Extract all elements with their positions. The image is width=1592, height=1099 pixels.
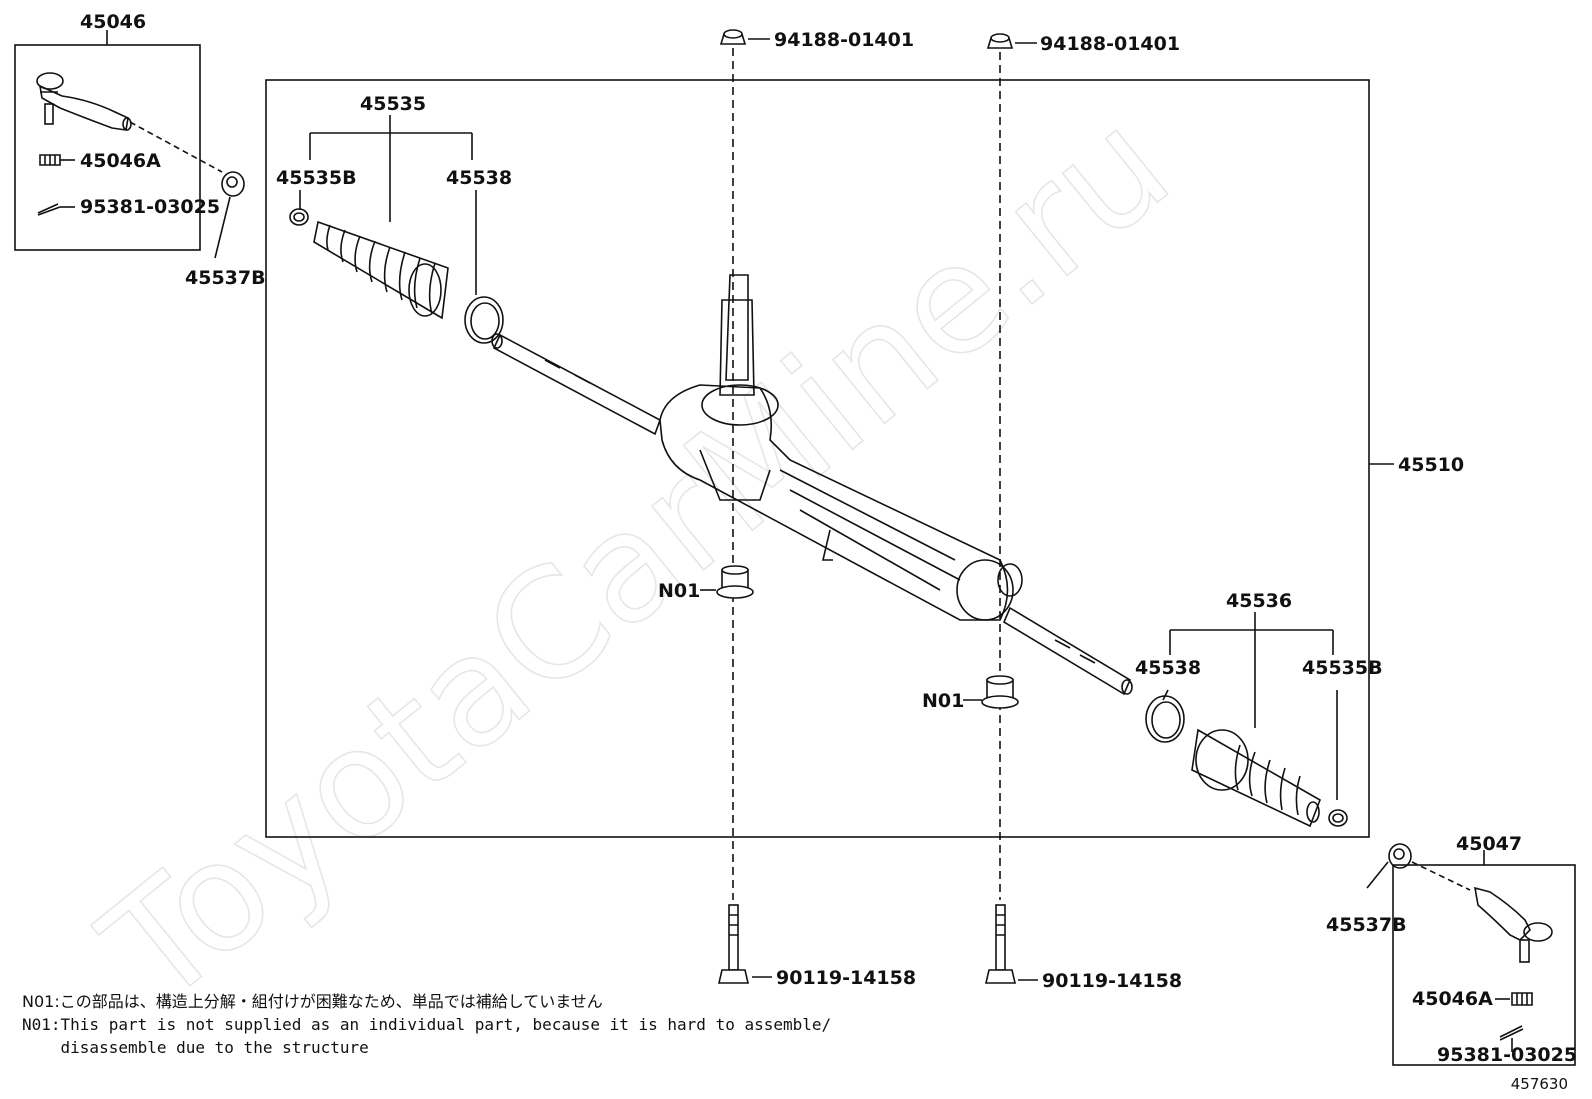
label-45538-right: 45538 — [1135, 657, 1201, 679]
label-95381-left: 95381-03025 — [80, 196, 220, 218]
boot-clip-right — [1145, 695, 1185, 743]
nut-a — [719, 29, 770, 45]
cotter-pin-left — [37, 203, 75, 216]
boot-set-right-bracket — [1162, 612, 1338, 800]
label-45535b-left: 45535B — [276, 167, 357, 189]
cotter-pin-right — [1499, 1025, 1524, 1052]
label-94188-b: 94188-01401 — [1040, 33, 1180, 55]
label-45047: 45047 — [1456, 833, 1522, 855]
label-45538-left: 45538 — [446, 167, 512, 189]
tie-rod-end-left-axis — [129, 121, 223, 173]
boot-clamp-left — [289, 208, 309, 226]
label-45537b-right: 45537B — [1326, 914, 1407, 936]
tie-rod-end-left — [36, 72, 132, 131]
bushing-b — [963, 675, 1019, 709]
tie-rod-end-nut-left — [39, 154, 75, 166]
boot-set-left-bracket — [299, 115, 477, 295]
note-english-line-2: disassemble due to the structure — [22, 1038, 369, 1057]
note-japanese: N01:この部品は、構造上分解・組付けが困難なため、単品では補給していません — [22, 992, 603, 1011]
boot-clip-left — [464, 296, 504, 344]
boot-right — [1191, 728, 1321, 828]
label-n01-a: N01 — [658, 580, 700, 602]
tie-rod-end-nut-right — [1495, 992, 1533, 1006]
steering-rack — [491, 274, 1133, 696]
boot-left — [313, 220, 449, 320]
tie-rod-end-cap-right — [1366, 843, 1412, 889]
label-n01-b: N01 — [922, 690, 964, 712]
label-45535: 45535 — [360, 93, 426, 115]
tie-rod-end-right-axis — [1411, 861, 1471, 891]
label-90119-b: 90119-14158 — [1042, 970, 1182, 992]
diagram-code: 457630 — [1510, 1075, 1568, 1093]
tie-rod-end-left-frame — [14, 44, 201, 251]
label-45046: 45046 — [80, 11, 146, 33]
bolt-b — [984, 904, 1038, 984]
label-45537b-left: 45537B — [185, 267, 266, 289]
tie-rod-end-right — [1473, 886, 1553, 963]
nut-b — [986, 33, 1037, 49]
tie-rod-end-cap-left — [214, 171, 245, 259]
label-94188-a: 94188-01401 — [774, 29, 914, 51]
bolt-a — [717, 904, 772, 984]
label-45046a-right: 45046A — [1412, 988, 1493, 1010]
label-90119-a: 90119-14158 — [776, 967, 916, 989]
bushing-a — [700, 565, 754, 599]
note-english-line-1: N01:This part is not supplied as an indi… — [22, 1015, 832, 1034]
label-45046a-left: 45046A — [80, 150, 161, 172]
tie-rod-end-right-frame — [1392, 864, 1576, 1066]
rack-assembly-frame — [265, 79, 1370, 838]
label-45536: 45536 — [1226, 590, 1292, 612]
label-45535b-right: 45535B — [1302, 657, 1383, 679]
label-45510: 45510 — [1398, 454, 1464, 476]
boot-clamp-right — [1328, 809, 1348, 827]
label-95381-right: 95381-03025 — [1437, 1044, 1577, 1066]
